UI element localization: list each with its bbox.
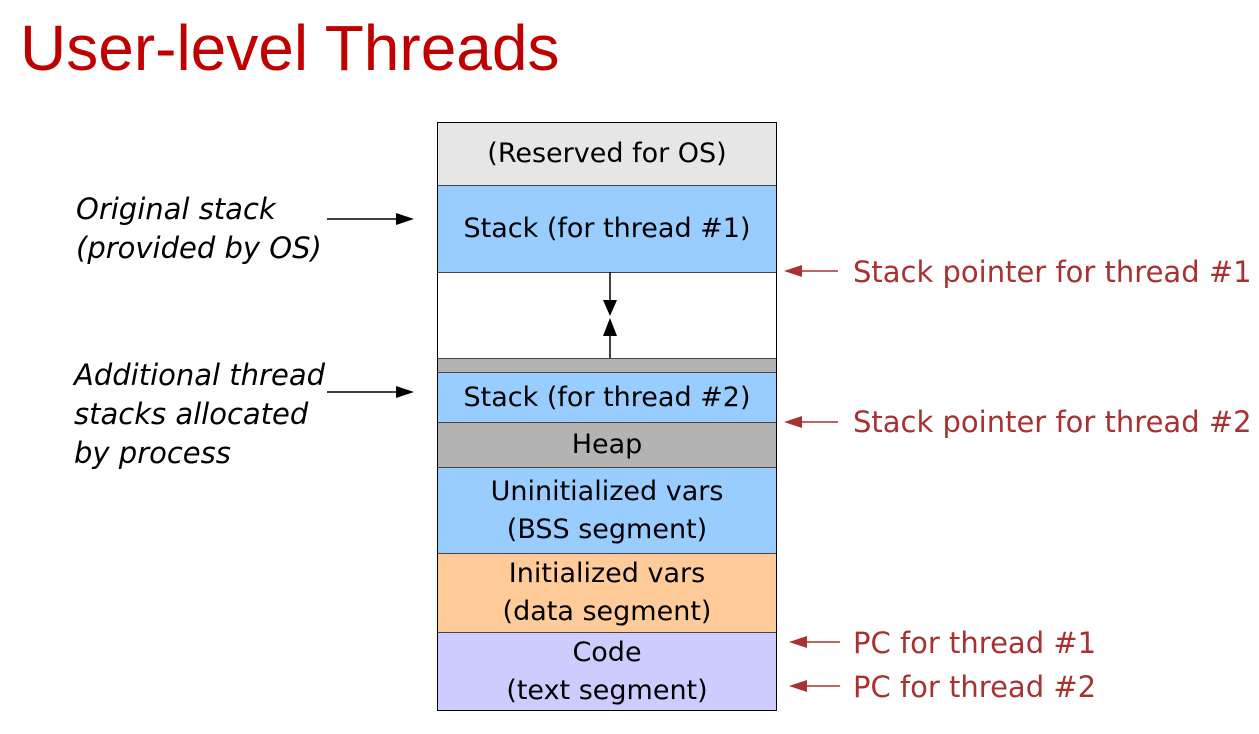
segment-stack-thread-2-label: Stack (for thread #2) xyxy=(463,381,751,413)
stack-pointer-thread-2-label: Stack pointer for thread #2 xyxy=(853,405,1252,439)
additional-stacks-note-line-2: stacks allocated xyxy=(74,397,309,431)
segment-bss-line-2: (BSS segment) xyxy=(506,513,708,545)
slide-title: User-level Threads xyxy=(20,12,560,84)
segment-stack-thread-1-label: Stack (for thread #1) xyxy=(463,213,751,244)
segment-code: Code (text segment) xyxy=(438,633,776,710)
segment-stack-thread-2: Stack (for thread #2) xyxy=(438,373,776,423)
memory-layout: (Reserved for OS) Stack (for thread #1) … xyxy=(437,122,777,711)
additional-stacks-note-line-3: by process xyxy=(74,436,231,470)
segment-data-line-2: (data segment) xyxy=(502,596,712,627)
original-stack-note-line-2: (provided by OS) xyxy=(76,231,322,265)
stack-pointer-thread-1-arrow xyxy=(784,265,838,277)
segment-code-line-2: (text segment) xyxy=(506,674,708,706)
additional-stacks-arrow xyxy=(327,386,414,398)
segment-reserved: (Reserved for OS) xyxy=(438,123,776,186)
stack-pointer-thread-1-label: Stack pointer for thread #1 xyxy=(853,255,1252,289)
stack-growth-arrows xyxy=(603,272,617,358)
segment-heap-label: Heap xyxy=(571,429,643,460)
original-stack-note-line-1: Original stack xyxy=(76,192,276,226)
segment-bss: Uninitialized vars (BSS segment) xyxy=(438,468,776,554)
original-stack-arrow xyxy=(327,213,414,225)
segment-heap: Heap xyxy=(438,423,776,468)
segment-bss-line-1: Uninitialized vars xyxy=(490,475,724,507)
segment-data: Initialized vars (data segment) xyxy=(438,554,776,633)
segment-code-line-1: Code xyxy=(572,636,642,668)
pc-thread-2-arrow xyxy=(789,680,840,692)
segment-data-line-1: Initialized vars xyxy=(508,558,706,589)
segment-reserved-label: (Reserved for OS) xyxy=(487,138,727,169)
pc-thread-1-label: PC for thread #1 xyxy=(853,626,1097,660)
segment-free-space xyxy=(438,273,776,359)
pc-thread-2-label: PC for thread #2 xyxy=(853,670,1097,704)
original-stack-note: Original stack (provided by OS) xyxy=(76,190,322,268)
segment-guard xyxy=(438,359,776,373)
segment-stack-thread-1: Stack (for thread #1) xyxy=(438,186,776,273)
stack-pointer-thread-2-arrow xyxy=(784,416,838,428)
pc-thread-1-arrow xyxy=(789,636,840,648)
additional-stacks-note: Additional thread stacks allocated by pr… xyxy=(74,356,325,473)
additional-stacks-note-line-1: Additional thread xyxy=(74,358,326,392)
